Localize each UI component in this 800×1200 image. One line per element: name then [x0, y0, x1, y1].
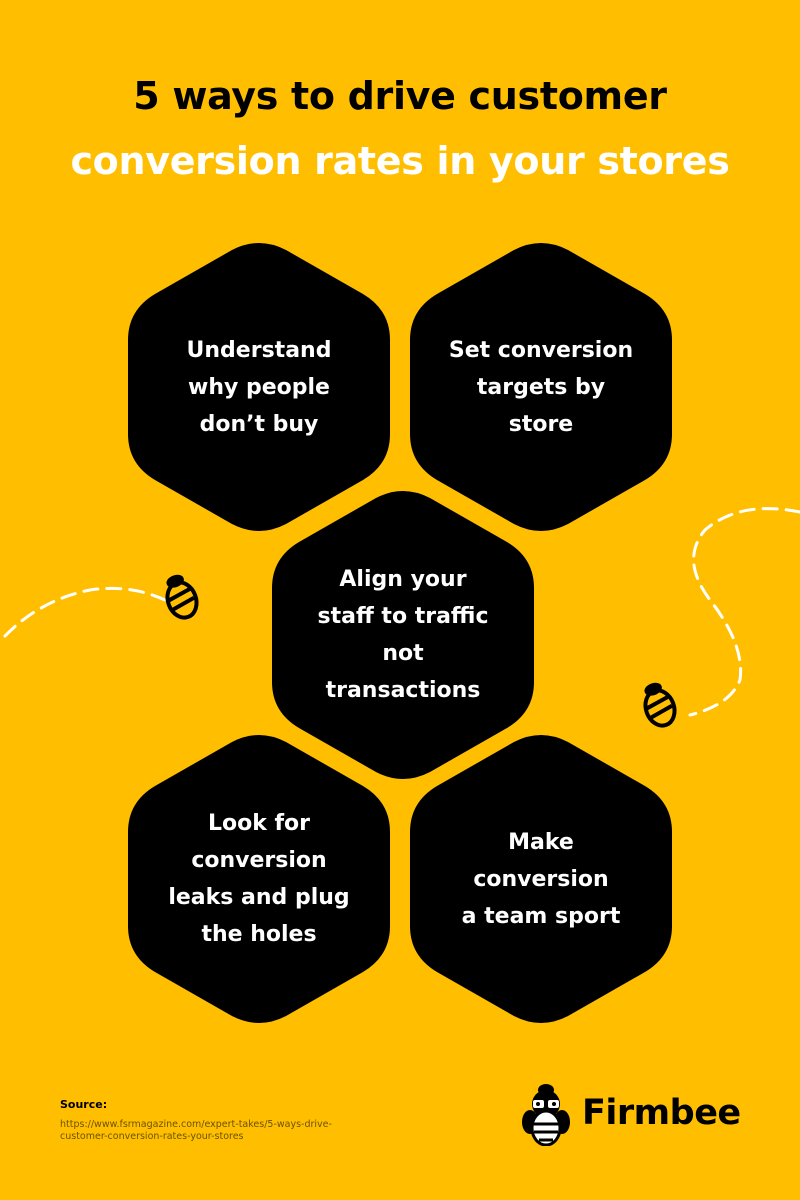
bee-icon [643, 682, 677, 728]
source-label: Source: [60, 1098, 108, 1111]
bee-icon [165, 574, 199, 620]
brand-name: Firmbee [582, 1093, 741, 1133]
firmbee-logo-icon [522, 1084, 570, 1146]
firmbee-logo[interactable]: Firmbee [520, 1078, 741, 1148]
page-title-line-1: 5 ways to drive customer [133, 74, 667, 118]
page-title-line-2: conversion rates in your stores [70, 139, 730, 183]
source-link[interactable]: https://www.fsrmagazine.com/expert-takes… [60, 1119, 332, 1142]
